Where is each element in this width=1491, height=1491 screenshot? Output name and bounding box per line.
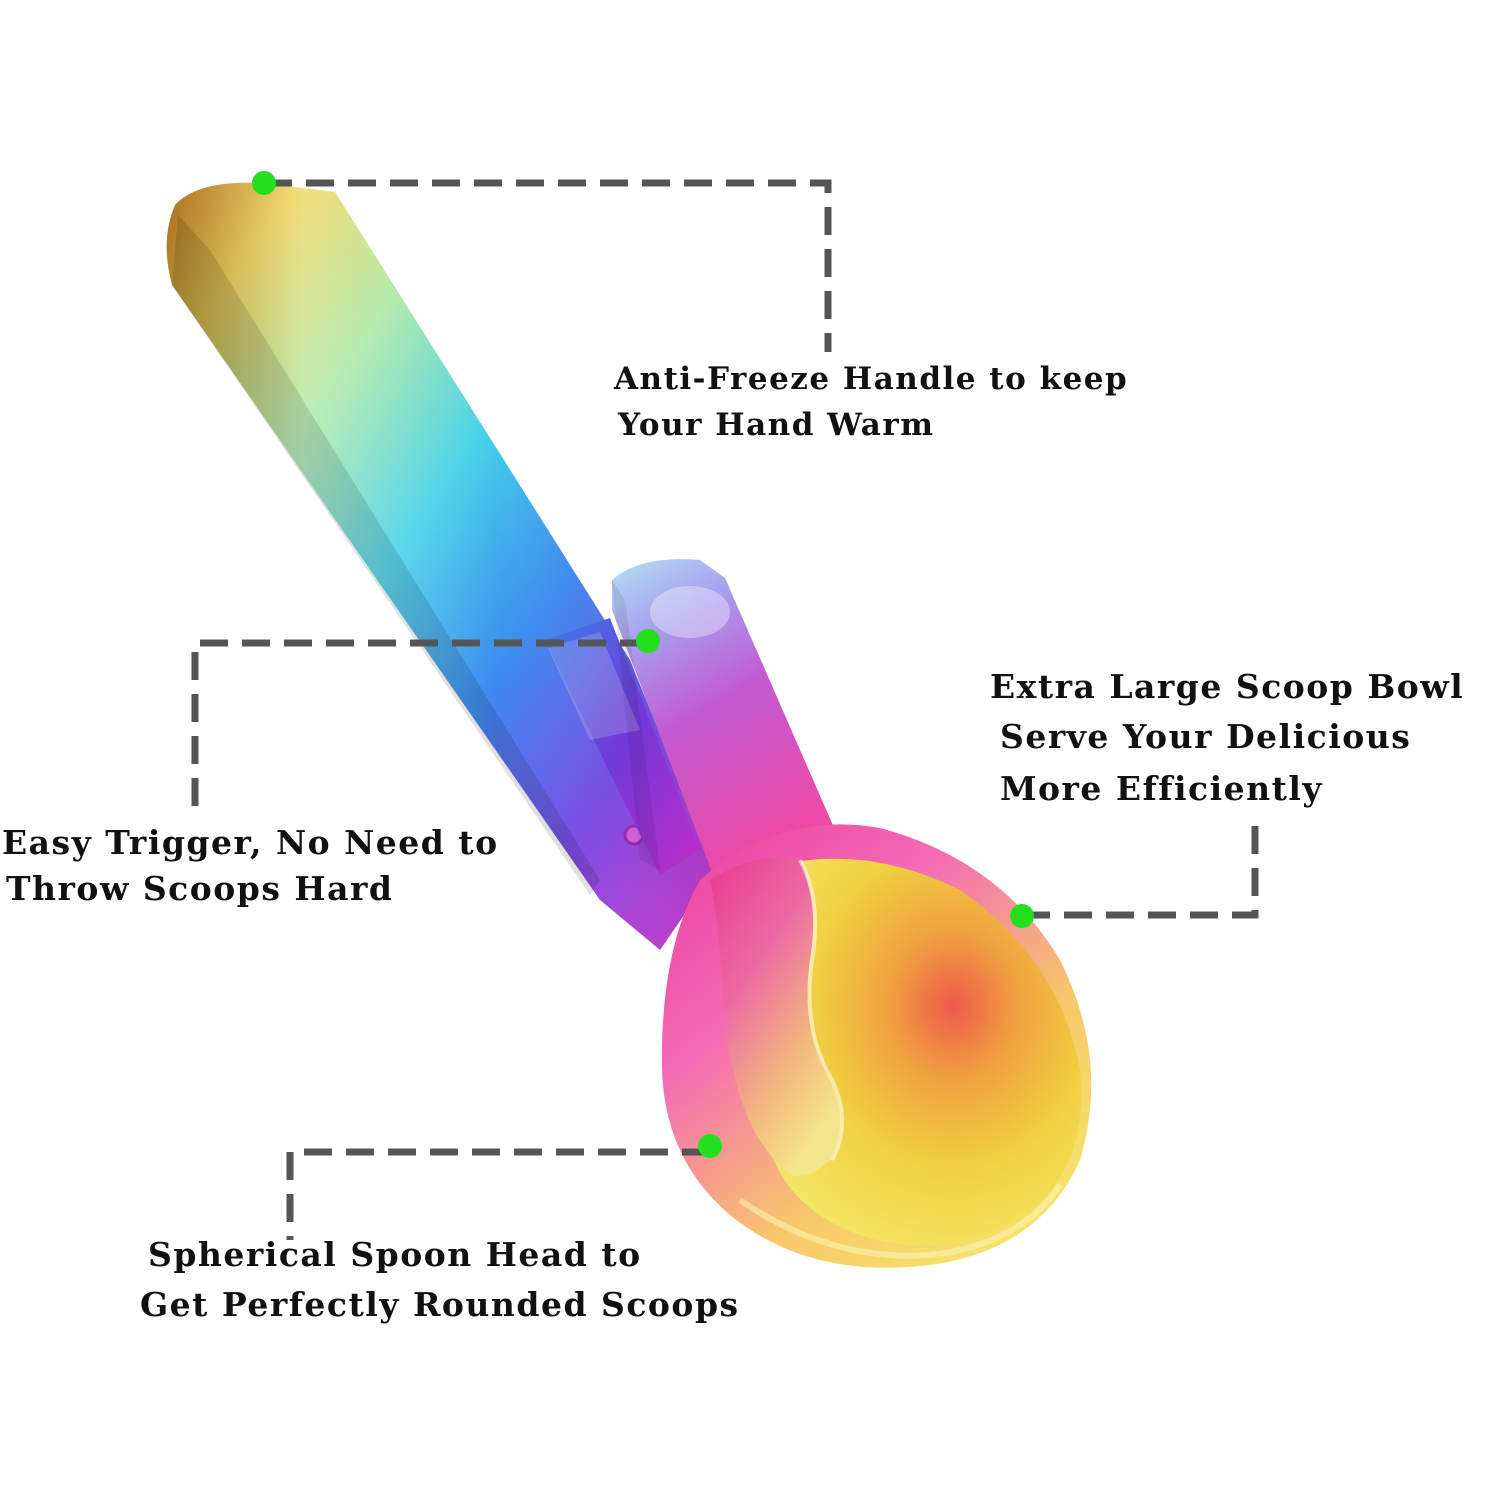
callout-head-line2: Get Perfectly Rounded Scoops (140, 1285, 740, 1324)
callout-handle-line1: Anti-Freeze Handle to keep (614, 361, 1129, 397)
marker-dot-head (698, 1134, 722, 1158)
leader-lines (191, 179, 1259, 1240)
callout-handle-line2: Your Hand Warm (618, 407, 935, 443)
callout-bowl-line2: Serve Your Delicious (1000, 717, 1412, 756)
marker-dots (252, 171, 1034, 1158)
callout-trigger-line1: Easy Trigger, No Need to (2, 823, 499, 862)
callout-bowl-line1: Extra Large Scoop Bowl (990, 667, 1465, 706)
leader-line-trigger (191, 639, 648, 812)
callout-trigger-line2: Throw Scoops Hard (6, 869, 394, 908)
trigger-mechanism (545, 618, 700, 875)
scoop-bowl (661, 824, 1092, 1268)
thumb-lever (612, 559, 835, 880)
marker-dot-handle (252, 171, 276, 195)
leader-line-bowl (1022, 812, 1259, 919)
marker-dot-bowl (1010, 904, 1034, 928)
marker-dot-trigger (636, 629, 660, 653)
handle (166, 182, 715, 950)
leader-line-head (286, 1148, 710, 1240)
callout-head-line1: Spherical Spoon Head to (148, 1235, 642, 1274)
leader-line-handle (264, 179, 832, 352)
callout-bowl-line3: More Efficiently (1000, 769, 1324, 808)
